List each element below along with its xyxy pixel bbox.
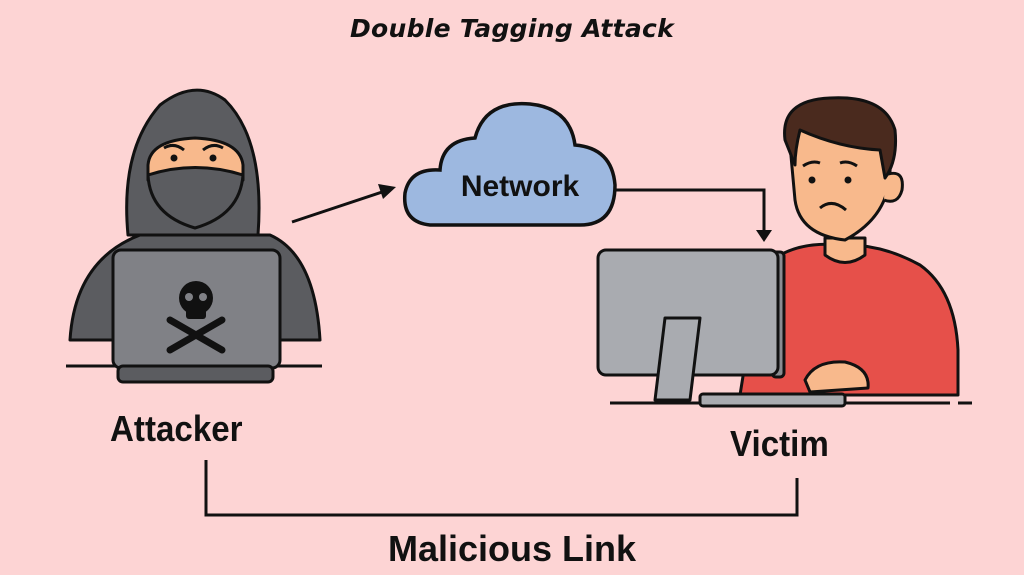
- monitor-stand: [653, 316, 702, 402]
- laptop-base: [116, 364, 275, 384]
- face-mask: [146, 166, 245, 230]
- attacker-label: Attacker: [110, 408, 243, 449]
- victim-shirt: [738, 242, 960, 397]
- left-eye: [170, 154, 178, 162]
- malicious-link-label: Malicious Link: [387, 528, 637, 569]
- right-brow: [202, 143, 224, 152]
- cloud-icon: [402, 101, 617, 227]
- victim-figure: [596, 96, 972, 408]
- edge-attacker-victim: [204, 460, 799, 517]
- skull-crossbones-icon: [166, 281, 226, 354]
- network-label: Network: [460, 170, 580, 203]
- right-eye: [209, 154, 217, 162]
- victim-hair: [783, 96, 897, 180]
- left-brow: [163, 143, 185, 152]
- diagram-title: Double Tagging Attack: [349, 14, 675, 43]
- victim-label: Victim: [730, 423, 829, 464]
- edge-attacker-network: [291, 184, 396, 224]
- edge-network-victim: [615, 188, 772, 242]
